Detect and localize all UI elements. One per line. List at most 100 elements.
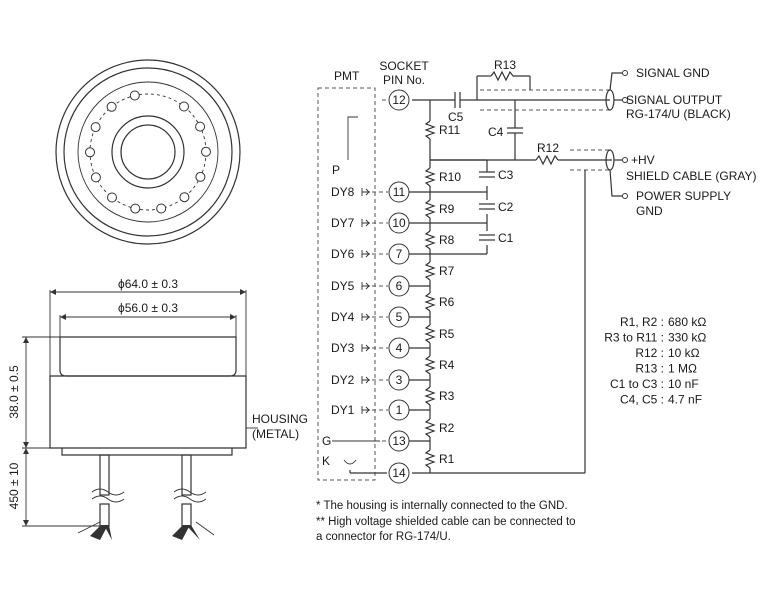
- resistor: [424, 199, 436, 219]
- resistor-label: R2: [439, 421, 455, 435]
- pin-hole: [179, 192, 190, 203]
- resistor-label: R4: [439, 358, 455, 372]
- socket-pin: [388, 462, 410, 484]
- resistor: [424, 120, 436, 140]
- pin-hole: [107, 192, 117, 203]
- pin-hole: [90, 122, 101, 133]
- resistor: [424, 324, 436, 344]
- socket-label: SOCKET: [379, 59, 429, 73]
- socket-pin-number: 3: [396, 373, 403, 387]
- pin-hole: [179, 101, 189, 112]
- cable-length-dim: 450 ± 10: [7, 462, 21, 509]
- component-values-table: R1, R2 : 680 kΩ R3 to R11 : 330 kΩ R12 : 10 k…: [604, 315, 706, 407]
- r12-label: R12: [537, 141, 559, 155]
- electrode-label: DY8: [331, 185, 355, 199]
- component-value: 330 kΩ: [668, 331, 706, 345]
- socket-pin-number: 11: [393, 185, 406, 199]
- cap-label-c3: C3: [498, 168, 514, 182]
- housing-label-metal: (METAL): [252, 427, 299, 441]
- signal-gnd-label: SIGNAL GND: [636, 66, 710, 80]
- socket-pin-number: 12: [392, 93, 406, 107]
- pin-hole: [129, 90, 140, 101]
- note-cable-1: ** High voltage shielded cable can be co…: [316, 516, 576, 528]
- electrode-label: DY5: [331, 279, 355, 293]
- top-view: [55, 59, 241, 245]
- electrode-label: DY7: [331, 216, 355, 230]
- resistor-label: R8: [439, 233, 455, 247]
- resistor-label: R5: [439, 327, 455, 341]
- hv-cable-label: SHIELD CABLE (GRAY): [626, 169, 756, 183]
- resistor-label: R10: [439, 170, 461, 184]
- socket-pin-number: 4: [396, 341, 403, 355]
- resistor: [424, 292, 436, 312]
- socket-pin-number: 5: [396, 310, 403, 324]
- resistor: [424, 261, 436, 281]
- resistor: [424, 167, 436, 187]
- electrode-label: DY4: [331, 310, 355, 324]
- electrode-label: P: [332, 163, 340, 177]
- outer-diameter-dim: ϕ64.0 ± 0.3: [118, 277, 178, 291]
- cap-label-c2: C2: [498, 200, 514, 214]
- electrode-label: G: [322, 434, 331, 448]
- schematic: [317, 70, 628, 481]
- cap-label-c1: C1: [498, 231, 514, 245]
- signal-cable-label: RG-174/U (BLACK): [626, 107, 731, 121]
- resistor-label: R1: [439, 452, 455, 466]
- resistor-label: R6: [439, 295, 455, 309]
- component-name: C4, C5 :: [620, 393, 664, 407]
- resistor: [424, 355, 436, 375]
- component-name: R12 :: [635, 346, 664, 360]
- component-name: R13 :: [635, 362, 664, 376]
- pin-hole: [195, 171, 206, 182]
- socket-pin-number: 14: [392, 466, 406, 480]
- resistor: [424, 418, 436, 438]
- c5-label: C5: [448, 110, 464, 124]
- electrode-label: K: [322, 454, 330, 468]
- resistor-label: R11: [439, 123, 460, 137]
- pin-hole: [195, 121, 206, 132]
- side-view: [22, 289, 258, 540]
- socket-pin-number: 7: [396, 247, 403, 261]
- resistor-label: R3: [439, 389, 455, 403]
- pin-hole: [106, 101, 117, 112]
- note-housing: * The housing is internally connected to…: [316, 500, 568, 512]
- note-cable-2: a connector for RG-174/U.: [316, 531, 451, 543]
- component-value: 1 MΩ: [668, 362, 697, 376]
- signal-output-label: SIGNAL OUTPUT: [626, 93, 723, 107]
- inner-diameter-dim: ϕ56.0 ± 0.3: [118, 301, 178, 315]
- pmt-label: PMT: [334, 69, 360, 83]
- electrode-label: DY6: [331, 247, 355, 261]
- socket-pin-number: 13: [392, 434, 406, 448]
- power-supply-label: POWER SUPPLY: [636, 189, 731, 203]
- c4-label: C4: [488, 125, 504, 139]
- hv-label: +HV: [631, 153, 655, 167]
- socket-pin-number: 6: [396, 279, 403, 293]
- resistor: [424, 449, 436, 469]
- resistor-label: R7: [439, 264, 455, 278]
- electrode-label: DY2: [331, 373, 355, 387]
- socket-pin-number: 10: [392, 216, 406, 230]
- power-gnd-label: GND: [636, 204, 663, 218]
- socket-pin: [388, 89, 410, 111]
- pin-hole: [156, 203, 167, 214]
- electrode-label: DY3: [331, 341, 355, 355]
- component-value: 10 kΩ: [668, 346, 700, 360]
- r13-label: R13: [494, 58, 516, 72]
- component-value: 4.7 nF: [668, 393, 702, 407]
- pin-hole: [90, 172, 101, 183]
- height-dim: 38.0 ± 0.5: [7, 365, 21, 419]
- resistor: [424, 230, 436, 250]
- socket-pin-number: 1: [396, 403, 403, 417]
- pin-no-label: PIN No.: [383, 73, 425, 87]
- resistor-label: R9: [439, 202, 455, 216]
- component-value: 10 nF: [668, 377, 699, 391]
- electrode-label: DY1: [331, 403, 355, 417]
- housing-label: HOUSING: [252, 412, 308, 426]
- component-name: C1 to C3 :: [610, 377, 664, 391]
- component-name: R1, R2 :: [620, 315, 664, 329]
- component-name: R3 to R11 :: [604, 331, 664, 345]
- component-value: 680 kΩ: [668, 315, 706, 329]
- pin-hole: [201, 146, 211, 157]
- resistor: [424, 386, 436, 406]
